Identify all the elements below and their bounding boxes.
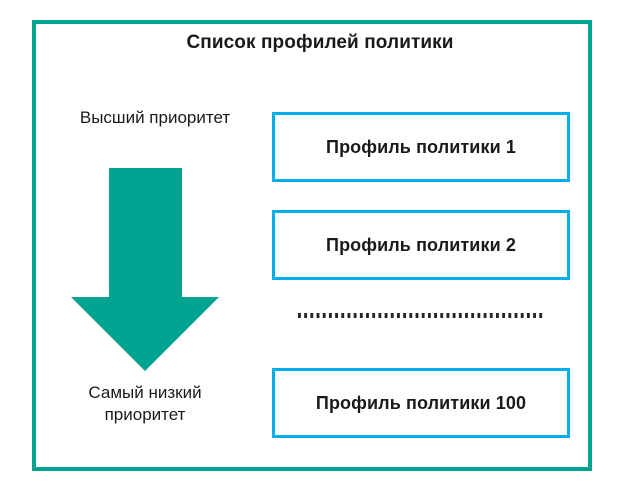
lowest-priority-label-line1: Самый низкий: [88, 383, 202, 402]
policy-profile-label: Профиль политики 100: [315, 392, 527, 413]
page-title: Список профилей политики: [186, 32, 454, 53]
highest-priority-label: Высший приоритет: [79, 108, 231, 127]
lowest-priority-label: Самый низкий приоритет: [50, 382, 240, 426]
priority-down-arrow-icon: [66, 168, 224, 376]
policy-profile-box-2[interactable]: Профиль политики 2: [272, 210, 570, 280]
policy-profile-label: Профиль политики 2: [326, 234, 516, 255]
lowest-priority-label-line2: приоритет: [104, 404, 186, 424]
policy-profile-label: Профиль политики 1: [326, 136, 516, 157]
policy-profile-box-1[interactable]: Профиль политики 1: [272, 112, 570, 182]
policy-profile-box-100[interactable]: Профиль политики 100: [272, 368, 570, 438]
profiles-ellipsis-separator: [298, 313, 543, 318]
